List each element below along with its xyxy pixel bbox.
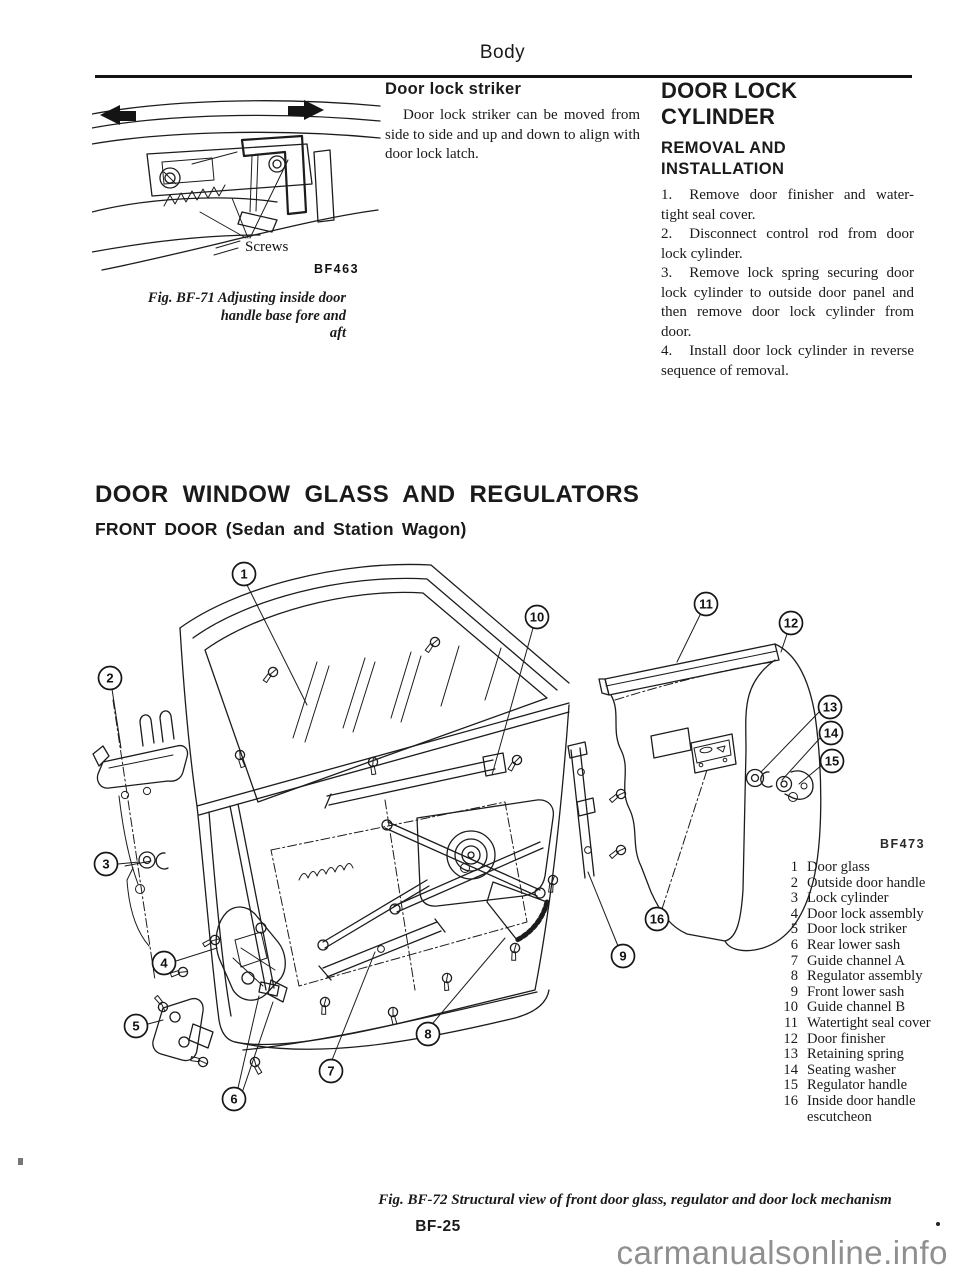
callout-2: 2 <box>97 665 123 691</box>
section-heading: DOOR WINDOW GLASS AND REGULATORS <box>95 481 640 508</box>
svg-text:6: 6 <box>230 1092 237 1107</box>
fig-bf71-caption: Fig. BF-71 Adjusting inside door handle … <box>118 290 346 343</box>
regulator-handle-parts <box>745 768 814 802</box>
door-panel-outline <box>179 627 570 1051</box>
callout-9: 9 <box>610 943 636 969</box>
door-lock-cylinder-heading: DOOR LOCK CYLINDER <box>661 78 798 129</box>
door-lock-assembly <box>215 906 288 1003</box>
svg-text:5: 5 <box>132 1019 139 1034</box>
fig72-code: BF473 <box>880 837 926 851</box>
escutcheon-detail <box>690 733 737 774</box>
callout-8: 8 <box>415 1021 441 1047</box>
step-4: 4.Install door lock cylinder in reverse … <box>661 343 914 379</box>
callout-5: 5 <box>123 1013 149 1039</box>
page-number: BF-25 <box>415 1218 461 1235</box>
callout-10: 10 <box>524 604 550 630</box>
svg-text:2: 2 <box>106 671 113 686</box>
svg-text:13: 13 <box>823 700 837 715</box>
door-lock-striker-part <box>152 997 214 1062</box>
step-1: 1.Remove door finisher and water-tight s… <box>661 187 914 223</box>
guide-channel-b <box>324 752 507 809</box>
door-glass-outline <box>179 563 570 803</box>
front-lower-sash <box>567 741 596 879</box>
callout-16: 16 <box>644 906 670 932</box>
callout-7: 7 <box>318 1058 344 1084</box>
door-lock-striker-heading: Door lock striker <box>385 80 522 98</box>
print-artifact <box>18 1158 23 1165</box>
svg-text:4: 4 <box>160 956 168 971</box>
fig-bf72-caption: Fig. BF-72 Structural view of front door… <box>378 1192 892 1208</box>
callout-11: 11 <box>693 591 719 617</box>
rear-lower-sash <box>229 803 280 997</box>
callout-15: 15 <box>819 748 845 774</box>
callout-14: 14 <box>818 720 844 746</box>
section-subheading: FRONT DOOR (Sedan and Station Wagon) <box>95 519 467 539</box>
print-dot <box>936 1222 940 1226</box>
outside-door-handle <box>92 699 189 981</box>
body-line <box>92 100 381 115</box>
removal-installation-subheading: REMOVAL AND INSTALLATION <box>661 139 787 178</box>
svg-text:9: 9 <box>619 949 626 964</box>
fig-bf72-drawing: 1 2 3 4 5 6 7 8 9 10 11 12 13 14 15 16 <box>92 561 845 1112</box>
watertight-seal-cover <box>598 643 780 942</box>
leader-lines <box>111 584 823 1091</box>
page-header-title: Body <box>479 42 526 63</box>
svg-text:11: 11 <box>699 597 713 612</box>
callout-6: 6 <box>221 1086 247 1112</box>
caption-line: Fig. BF-71 Adjusting inside door <box>147 290 346 306</box>
glass-reflections <box>292 645 502 743</box>
svg-text:1: 1 <box>240 567 247 582</box>
svg-text:15: 15 <box>825 754 839 769</box>
fig-bf71-drawing: Screws BF463 <box>92 100 381 276</box>
step-3: 3.Remove lock spring securing door lock … <box>661 265 914 340</box>
svg-text:10: 10 <box>530 610 544 625</box>
callout-13: 13 <box>817 694 843 720</box>
svg-text:8: 8 <box>424 1027 431 1042</box>
caption-line: handle base fore and <box>220 307 346 324</box>
fig71-code: BF463 <box>314 262 359 276</box>
handle-bracket <box>240 134 308 216</box>
watermark: carmanualsonline.info <box>616 1234 948 1267</box>
fore-aft-arrows <box>100 100 324 125</box>
svg-text:12: 12 <box>784 616 798 631</box>
callout-3: 3 <box>93 851 119 877</box>
handle-spring <box>163 184 226 207</box>
step-2: 2.Disconnect control rod from door lock … <box>661 226 914 262</box>
svg-text:3: 3 <box>102 857 109 872</box>
regulator-assembly <box>298 799 555 951</box>
callout-1: 1 <box>231 561 257 587</box>
handle-base-plate <box>146 143 313 197</box>
callout-4: 4 <box>151 950 177 976</box>
door-lock-striker-paragraph: Door lock striker can be moved from side… <box>385 107 640 162</box>
svg-text:14: 14 <box>824 726 839 741</box>
removal-steps: 1.Remove door finisher and water-tight s… <box>661 186 914 381</box>
svg-text:7: 7 <box>327 1064 334 1079</box>
caption-line: aft <box>329 325 346 341</box>
svg-text:16: 16 <box>650 912 664 927</box>
header-rule <box>95 75 912 78</box>
door-finisher <box>614 643 822 952</box>
lock-cylinder <box>124 851 169 947</box>
screws-label: Screws <box>245 239 288 255</box>
guide-channel-a <box>318 918 446 981</box>
callout-12: 12 <box>778 610 804 636</box>
